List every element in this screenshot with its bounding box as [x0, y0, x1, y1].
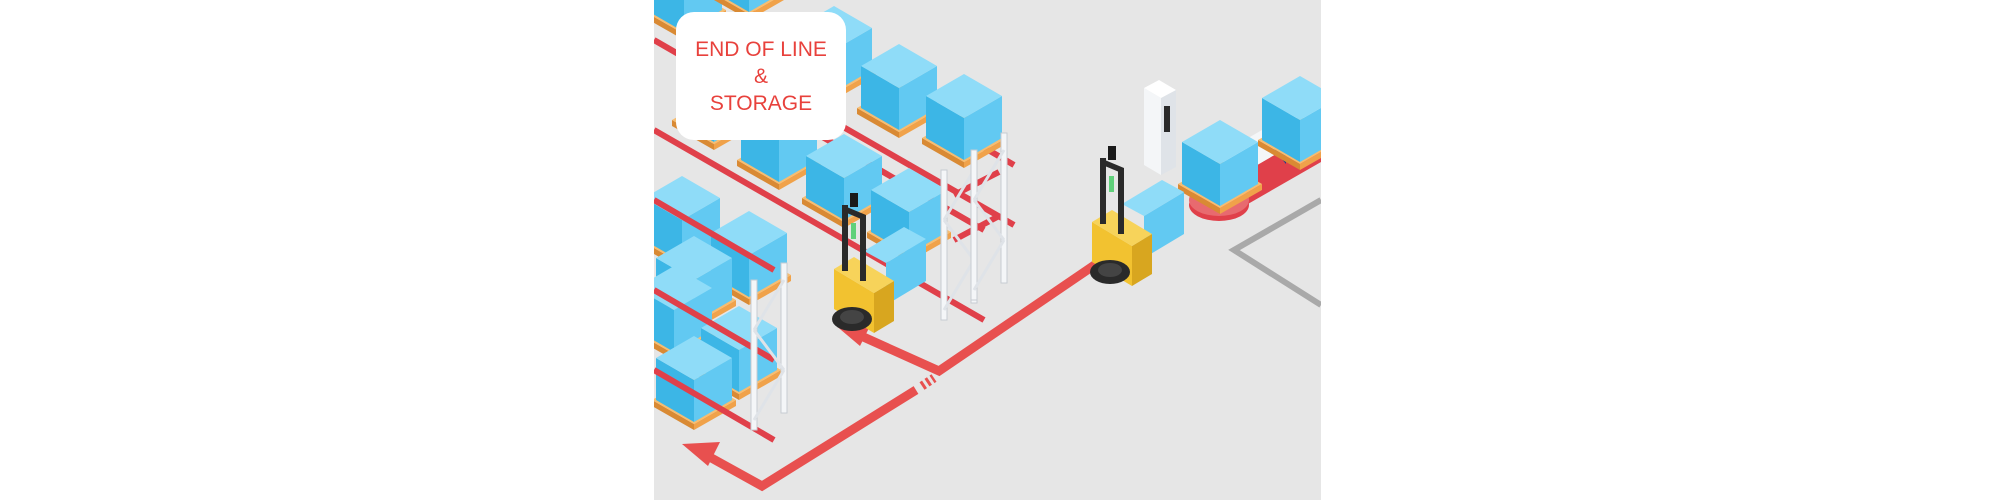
isometric-illustration [654, 0, 1321, 492]
route-arrow-icon [682, 374, 937, 492]
area-label-line-1: END OF LINE [695, 37, 827, 61]
zone-floor-marking [1228, 197, 1321, 308]
area-label-line-3: STORAGE [709, 91, 813, 115]
warehouse-scene: END OF LINE & STORAGE [654, 0, 1321, 500]
lidar-scanner-icon [1144, 80, 1176, 175]
area-label: END OF LINE & STORAGE [676, 12, 846, 140]
area-label-line-2: & [753, 64, 768, 88]
